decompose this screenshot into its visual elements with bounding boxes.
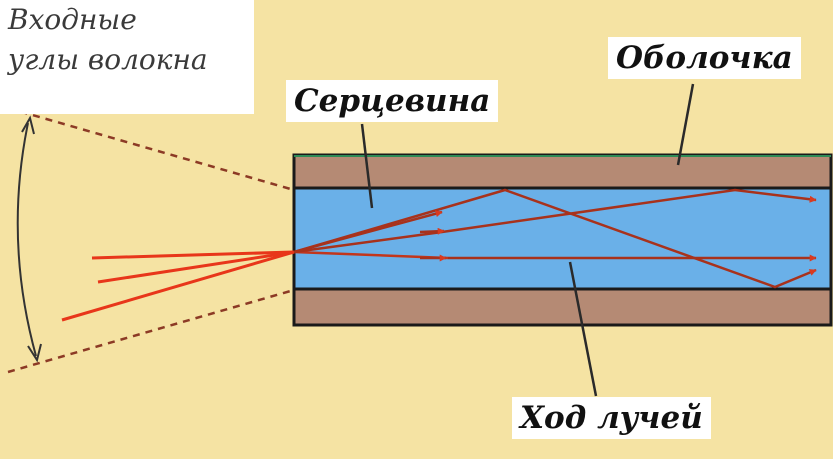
arc-arrow-top (21, 115, 35, 135)
ray-path-zigzag-1 (293, 188, 817, 289)
leader-rays (568, 261, 598, 397)
ray-marker-mid (419, 227, 445, 235)
fiber-core (292, 186, 833, 291)
cladding-label: Оболочка (608, 37, 801, 79)
leader-cladding (676, 83, 695, 166)
acceptance-angle-arc (16, 122, 37, 357)
ray-path-zigzag-2 (293, 210, 443, 254)
acceptance-cone-upper (7, 106, 295, 192)
incoming-ray-2 (97, 250, 295, 284)
incoming-ray-3 (61, 250, 295, 322)
input-angles-line2: углы волокна (8, 43, 208, 76)
leader-core (360, 123, 374, 209)
arc-arrow-bottom (27, 343, 42, 363)
input-angles-label: Входные углы волокна (0, 0, 254, 114)
acceptance-cone-lower (7, 288, 295, 374)
core-label: Серцевина (286, 80, 499, 122)
ray-path-zigzag-3 (293, 188, 817, 254)
rays-label: Ход лучей (512, 397, 711, 439)
input-angles-line1: Входные (8, 3, 137, 36)
incoming-ray-1 (91, 250, 295, 260)
